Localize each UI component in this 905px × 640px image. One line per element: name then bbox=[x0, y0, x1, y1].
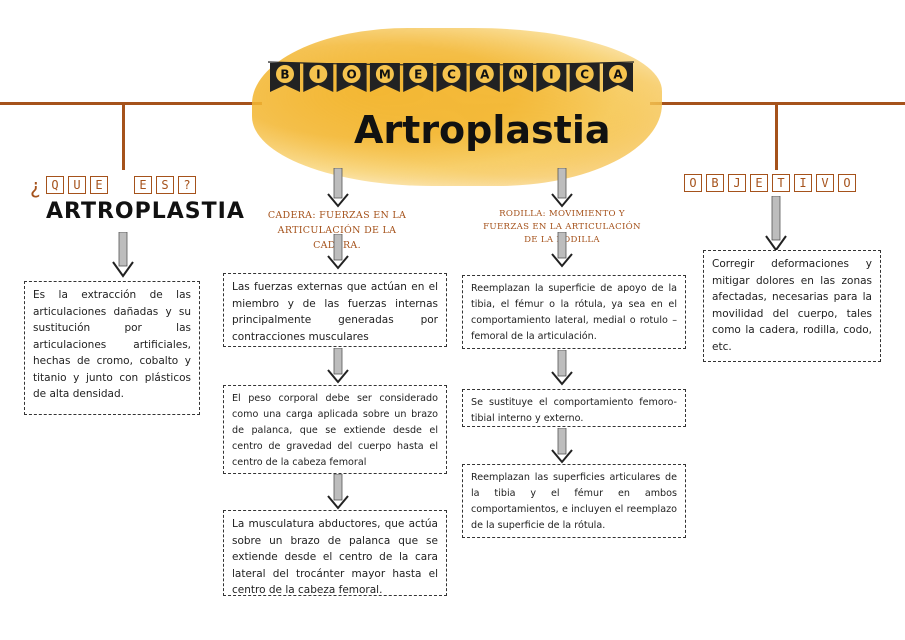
header-line-right bbox=[650, 102, 905, 105]
down-arrow-icon bbox=[327, 234, 349, 270]
pennant-letter-bg bbox=[409, 65, 428, 83]
letter-box: S bbox=[156, 176, 174, 194]
pennant-letter-bg bbox=[509, 65, 528, 83]
knee-box-2: Se sustituye el comportamiento femoro-ti… bbox=[462, 389, 686, 427]
letter-box: V bbox=[816, 174, 834, 192]
pennant-letter-bg bbox=[375, 65, 394, 83]
letter-box: E bbox=[750, 174, 768, 192]
pennant-letter: B bbox=[280, 68, 289, 82]
hip-box-1: Las fuerzas externas que actúan en el mi… bbox=[223, 273, 447, 347]
pennant-letter-bg bbox=[342, 65, 361, 83]
question-mark-open: ¿ bbox=[30, 174, 41, 198]
pennant-letter: N bbox=[513, 68, 523, 82]
down-arrow-icon bbox=[327, 474, 349, 510]
pennant-letter: C bbox=[447, 68, 456, 82]
connector-right bbox=[775, 104, 778, 170]
pennant-letter: A bbox=[613, 68, 623, 82]
letter-box: U bbox=[68, 176, 86, 194]
down-arrow-icon bbox=[112, 232, 134, 278]
pennant-letter-bg bbox=[575, 65, 594, 83]
pennant-letter-bg bbox=[442, 65, 461, 83]
pennant-letter-bg bbox=[609, 65, 627, 83]
down-arrow-icon bbox=[551, 168, 573, 208]
pennant-letter: C bbox=[580, 68, 589, 82]
letter-box: I bbox=[794, 174, 812, 192]
letter-box: T bbox=[772, 174, 790, 192]
letter-box: O bbox=[838, 174, 856, 192]
letter-box: J bbox=[728, 174, 746, 192]
letter-box: E bbox=[90, 176, 108, 194]
pennant-letter: O bbox=[346, 68, 356, 82]
hip-box-2: El peso corporal debe ser considerado co… bbox=[223, 385, 447, 474]
down-arrow-icon bbox=[551, 232, 573, 268]
objective-box: Corregir deformaciones y mitigar dolores… bbox=[703, 250, 881, 362]
letter-box: O bbox=[684, 174, 702, 192]
pennant-letter-bg bbox=[276, 65, 294, 83]
letter-box: B bbox=[706, 174, 724, 192]
pennant-letter: I bbox=[316, 68, 320, 82]
down-arrow-icon bbox=[327, 348, 349, 384]
pennant-letter: E bbox=[414, 68, 422, 82]
down-arrow-icon bbox=[551, 428, 573, 464]
question-boxes: Q U E E S ? bbox=[46, 176, 196, 194]
down-arrow-icon bbox=[551, 350, 573, 386]
page-title: Artroplastia bbox=[354, 108, 611, 152]
pennant-letter: I bbox=[549, 68, 553, 82]
left-title: ARTROPLASTIA bbox=[46, 199, 245, 224]
hip-box-3: La musculatura abductores, que actúa sob… bbox=[223, 510, 447, 596]
objective-boxes: O B J E T I V O bbox=[684, 174, 856, 192]
knee-box-3: Reemplazan las superficies articulares d… bbox=[462, 464, 686, 538]
pennant-letter-bg bbox=[475, 65, 494, 83]
header-line-left bbox=[0, 102, 262, 105]
knee-box-1: Reemplazan la superficie de apoyo de la … bbox=[462, 275, 686, 349]
down-arrow-icon bbox=[327, 168, 349, 208]
down-arrow-icon bbox=[765, 196, 787, 252]
letter-box: E bbox=[134, 176, 152, 194]
pennant-letter: A bbox=[480, 68, 490, 82]
watercolor-splash bbox=[252, 28, 662, 186]
definition-box: Es la extracción de las articulaciones d… bbox=[24, 281, 200, 415]
connector-left bbox=[122, 104, 125, 170]
pennant-letter-bg bbox=[542, 65, 561, 83]
pennant-letter: M bbox=[379, 68, 391, 82]
pennant-letter-bg bbox=[309, 65, 328, 83]
letter-box: ? bbox=[178, 176, 196, 194]
letter-box: Q bbox=[46, 176, 64, 194]
